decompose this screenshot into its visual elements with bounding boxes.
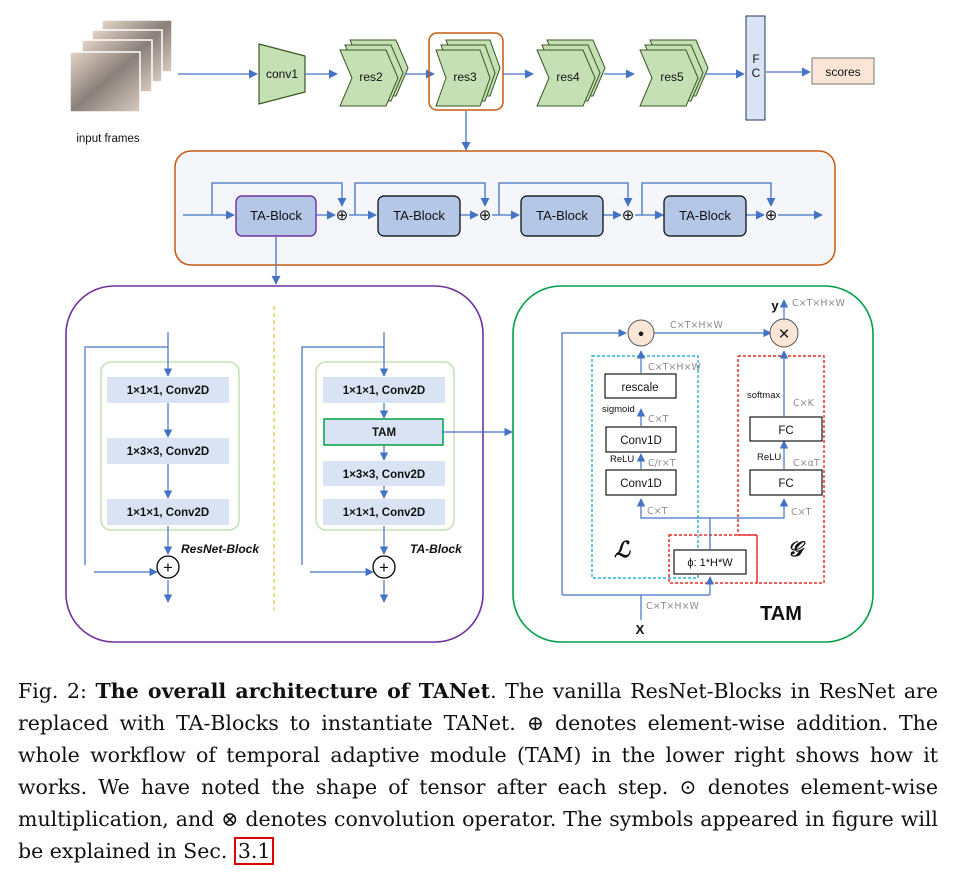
resnet-layer-2: 1×3×3, Conv2D: [107, 438, 229, 464]
convolution-node: ×: [769, 318, 799, 348]
sigmoid-label: sigmoid: [602, 404, 635, 415]
caption-bold-title: The overall architecture of TANet: [95, 679, 491, 703]
ta-layer-3: 1×1×1, Conv2D: [323, 499, 445, 525]
ta-tam-label: TAM: [372, 427, 396, 439]
ta-add-symbol: +: [379, 558, 389, 577]
shape-conv-mid: C/r×T: [648, 458, 676, 469]
shape-y-out: C×T×H×W: [792, 298, 845, 309]
conv1d-top-label: Conv1D: [620, 435, 662, 447]
stage-flow: [183, 182, 823, 220]
resnet-add-symbol: +: [163, 558, 173, 577]
res3-highlight: [428, 32, 504, 111]
input-x-label: X: [636, 622, 645, 637]
convolution-symbol: ×: [778, 324, 789, 345]
relu-left-label: ReLU: [610, 454, 634, 465]
rescale-box: rescale: [604, 373, 677, 399]
res2-block: res2: [339, 39, 409, 107]
ta-block-1: TA-Block: [235, 195, 317, 237]
resnet-add-node: +: [156, 555, 180, 579]
fc-letter-c: C: [752, 66, 761, 80]
shape-softmax-out: C×K: [793, 398, 815, 409]
ta-block-4-label: TA-Block: [679, 208, 731, 223]
scores-label: scores: [825, 65, 860, 79]
res4-block: res4: [536, 39, 606, 107]
conv1d-bottom-label: Conv1D: [620, 478, 662, 490]
caption-body: . The vanilla ResNet-Blocks in ResNet ar…: [18, 679, 938, 863]
ta-inner-box: [315, 361, 455, 531]
section-reference-link[interactable]: 3.1: [233, 837, 275, 865]
tam-arrows: [561, 299, 789, 620]
fc-letter-f: F: [752, 52, 759, 66]
multiply-symbol: •: [638, 326, 644, 343]
ta-layer-2: 1×3×3, Conv2D: [323, 461, 445, 486]
shape-x-in: C×T×H×W: [646, 601, 699, 612]
shape-phi-left: C×T: [647, 506, 668, 517]
global-branch-symbol: 𝒢: [788, 538, 807, 561]
ta-block-3-label: TA-Block: [536, 208, 588, 223]
softmax-label: softmax: [747, 390, 781, 401]
ta-arrows: [301, 332, 513, 603]
ta-layer-2-label: 1×3×3, Conv2D: [343, 469, 425, 481]
local-branch-symbol: ℒ: [614, 537, 631, 562]
fc-bottom-box: FC: [749, 469, 823, 496]
caption-prefix: Fig. 2:: [18, 679, 96, 703]
stage-plus-2: ⊕: [479, 207, 492, 224]
ta-block-title: TA-Block: [410, 542, 463, 556]
resnet-layer-1: 1×1×1, Conv2D: [107, 377, 229, 403]
res5-label: res5: [660, 70, 684, 84]
res3-block: res3: [435, 39, 501, 107]
conv1-block: conv1: [258, 43, 306, 105]
stage-plus-1: ⊕: [336, 207, 349, 224]
tam-title: TAM: [760, 603, 802, 625]
scores-box: scores: [811, 57, 875, 85]
rescale-label: rescale: [621, 382, 658, 394]
relu-right-label: ReLU: [757, 452, 781, 463]
ta-add-node: +: [372, 555, 396, 579]
res2-label: res2: [359, 70, 383, 84]
ta-layer-1-label: 1×1×1, Conv2D: [343, 385, 425, 397]
res4-label: res4: [556, 70, 580, 84]
resnet-layer-3-label: 1×1×1, Conv2D: [127, 507, 209, 519]
output-y-label: y: [771, 298, 779, 313]
ta-layer-3-label: 1×1×1, Conv2D: [343, 507, 425, 519]
multiply-node: •: [627, 319, 655, 347]
resnet-arrows: [84, 332, 173, 603]
res5-block: res5: [639, 39, 709, 107]
ta-block-1-label: TA-Block: [250, 208, 302, 223]
global-branch-box: [737, 355, 825, 584]
architecture-diagram: input frames conv1 res2 res3 res4 res5: [65, 15, 875, 643]
shape-sigmoid-out: C×T: [648, 414, 669, 425]
resnet-layer-3: 1×1×1, Conv2D: [107, 499, 229, 525]
phi-box: ϕ: 1*H*W: [673, 549, 747, 575]
shape-dot-out: C×T×H×W: [670, 320, 723, 331]
ta-block-4: TA-Block: [663, 195, 747, 237]
resnet-block-title: ResNet-Block: [181, 542, 260, 556]
conv1d-top-box: Conv1D: [605, 426, 677, 453]
fc-top-label: FC: [778, 425, 793, 437]
ta-block-3: TA-Block: [520, 195, 604, 237]
resnet-layer-2-label: 1×3×3, Conv2D: [127, 446, 209, 458]
ta-layer-1: 1×1×1, Conv2D: [323, 377, 445, 403]
phi-label: ϕ: 1*H*W: [687, 557, 733, 569]
ta-block-2: TA-Block: [377, 195, 461, 237]
input-frames-label: input frames: [76, 133, 140, 145]
tam-panel: [512, 285, 874, 643]
conv1d-bottom-box: Conv1D: [605, 469, 677, 496]
conv1-label: conv1: [266, 67, 298, 81]
res3-label: res3: [453, 70, 477, 84]
shape-phi-right: C×T: [791, 507, 812, 518]
resnet-layer-1-label: 1×1×1, Conv2D: [127, 385, 209, 397]
figure-caption: Fig. 2: The overall architecture of TANe…: [18, 675, 938, 867]
shape-rescale-out: C×T×H×W: [648, 362, 701, 373]
input-frames: [69, 19, 173, 113]
ta-tam-layer: TAM: [323, 418, 444, 446]
fc-bottom-label: FC: [778, 478, 793, 490]
shape-relu-right-out: C×αT: [793, 458, 820, 469]
fc-top-box: FC: [749, 416, 823, 442]
ta-block-2-label: TA-Block: [393, 208, 445, 223]
stage-plus-4: ⊕: [765, 207, 778, 224]
stage-plus-3: ⊕: [622, 207, 635, 224]
